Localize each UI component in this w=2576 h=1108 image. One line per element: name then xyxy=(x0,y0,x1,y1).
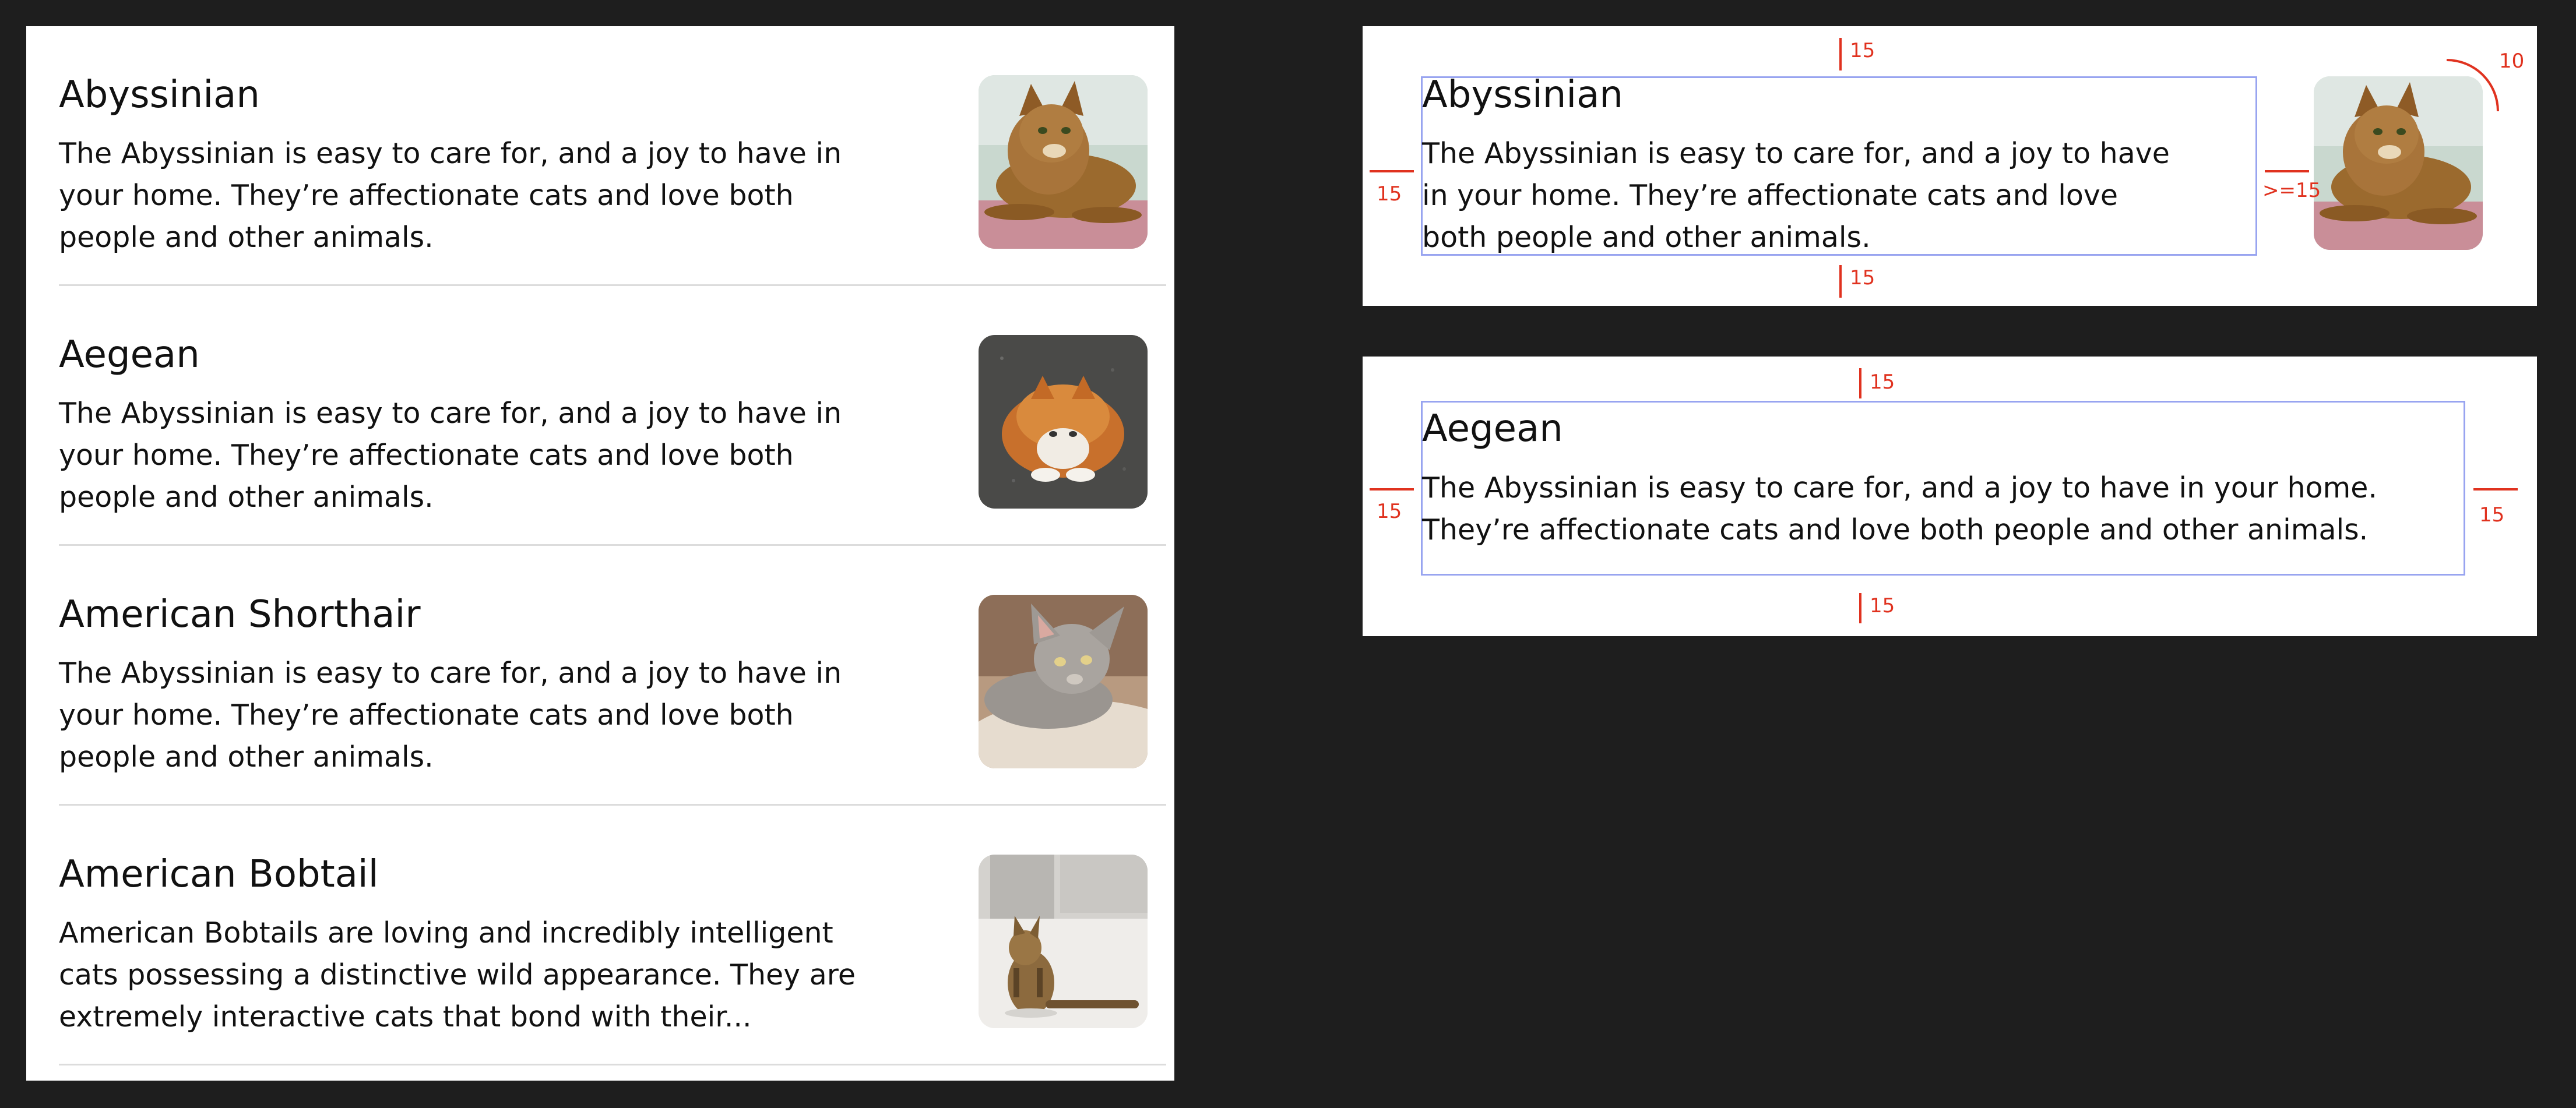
spacing-label-bottom: 15 xyxy=(1870,594,1895,617)
spacing-label-between: >=15 xyxy=(2262,179,2321,202)
spacing-label-bottom: 15 xyxy=(1850,266,1875,290)
row-divider xyxy=(59,284,1166,286)
list-item[interactable]: American Shorthair The Abyssinian is eas… xyxy=(59,546,1166,806)
spacing-marker-left xyxy=(1370,488,1414,491)
spacing-label-top: 15 xyxy=(1850,39,1875,62)
abyssinian-cat-photo xyxy=(979,75,1148,249)
spacing-marker-between xyxy=(2265,170,2309,172)
american-shorthair-cat-photo xyxy=(979,595,1148,768)
content-bounds xyxy=(1421,76,2257,256)
spacing-marker-bottom xyxy=(1859,593,1861,623)
corner-radius-marker xyxy=(2447,59,2499,111)
aegean-cat-photo xyxy=(979,335,1148,509)
corner-radius-label: 10 xyxy=(2499,50,2525,73)
row-divider xyxy=(59,804,1166,806)
cat-name: American Bobtail xyxy=(59,853,379,896)
american-bobtail-cat-photo xyxy=(979,855,1148,1028)
cat-description: American Bobtails are loving and incredi… xyxy=(59,916,856,1033)
cat-name: Aegean xyxy=(59,333,200,376)
spacing-marker-top xyxy=(1839,38,1842,70)
list-item[interactable]: American Bobtail American Bobtails are l… xyxy=(59,806,1166,1065)
cat-name: Abyssinian xyxy=(59,73,260,117)
list-item[interactable]: Aegean The Abyssinian is easy to care fo… xyxy=(59,286,1166,546)
spec-title: Abyssinian xyxy=(1422,73,1623,117)
spacing-label-right: 15 xyxy=(2479,503,2505,527)
spacing-marker-top xyxy=(1859,368,1861,398)
spacing-marker-bottom xyxy=(1839,265,1842,298)
spacing-label-top: 15 xyxy=(1870,370,1895,394)
spec-description: The Abyssinian is easy to care for, and … xyxy=(1422,137,2170,254)
cat-name: American Shorthair xyxy=(59,593,421,636)
row-divider xyxy=(59,544,1166,546)
spec-card-text-only: Aegean The Abyssinian is easy to care fo… xyxy=(1363,357,2537,636)
spec-description: The Abyssinian is easy to care for, and … xyxy=(1422,471,2377,546)
spec-card-with-image: Abyssinian The Abyssinian is easy to car… xyxy=(1363,26,2537,306)
row-divider xyxy=(59,1064,1166,1065)
spacing-marker-right xyxy=(2473,488,2518,491)
spacing-label-left: 15 xyxy=(1377,500,1402,523)
spacing-label-left: 15 xyxy=(1377,182,1402,206)
cat-list: Abyssinian The Abyssinian is easy to car… xyxy=(26,26,1174,1081)
spacing-marker-left xyxy=(1370,170,1414,172)
cat-description: The Abyssinian is easy to care for, and … xyxy=(59,137,842,254)
list-item[interactable]: Abyssinian The Abyssinian is easy to car… xyxy=(59,26,1166,286)
content-bounds xyxy=(1421,401,2465,576)
spec-title: Aegean xyxy=(1422,407,1563,450)
cat-description: The Abyssinian is easy to care for, and … xyxy=(59,657,842,774)
cat-description: The Abyssinian is easy to care for, and … xyxy=(59,397,842,514)
